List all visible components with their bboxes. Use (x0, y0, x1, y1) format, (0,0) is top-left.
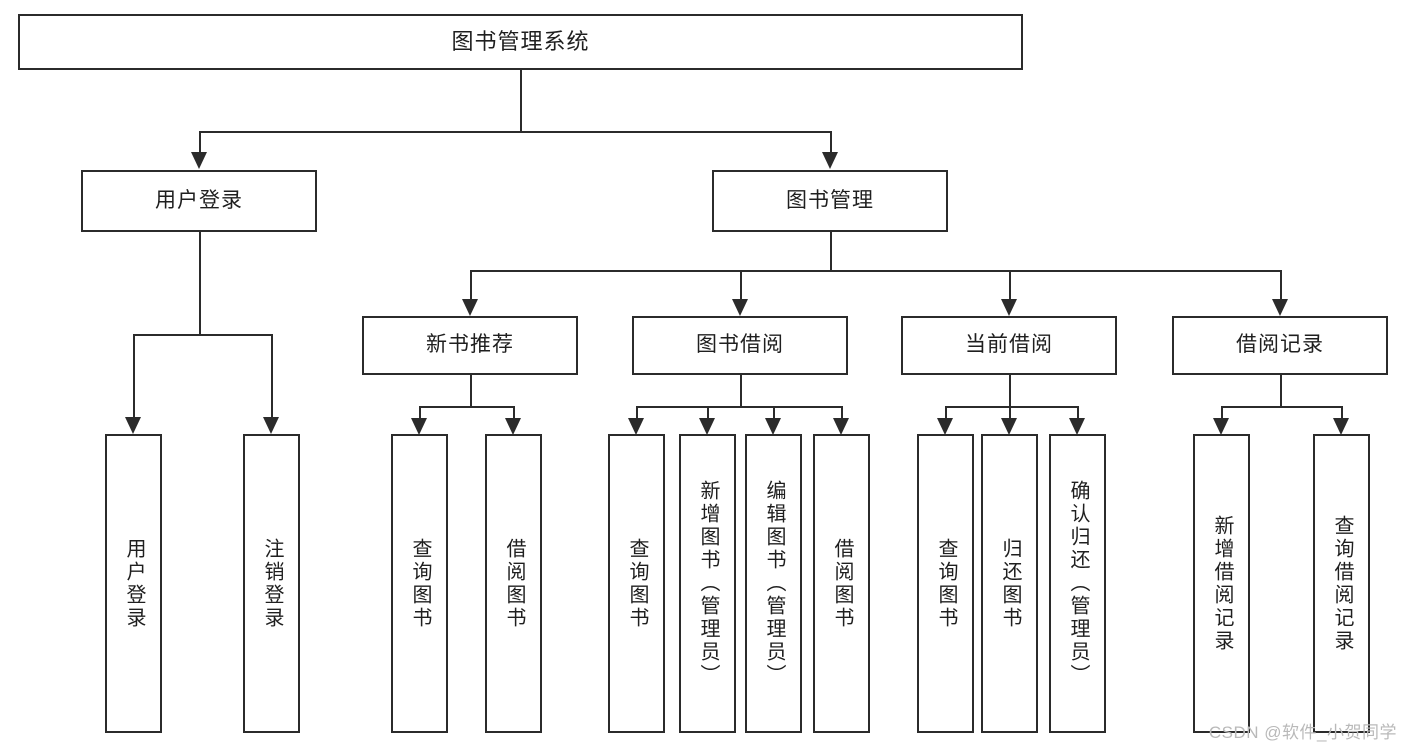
node-leaf-logout[interactable]: 注销登录 (243, 434, 300, 733)
connector-br-bus (1221, 406, 1341, 408)
connector-drop-current-borrow (1009, 270, 1011, 300)
arrowhead-leaf-query-book-2 (628, 418, 644, 435)
connector-drop-book-manage (830, 131, 832, 153)
node-leaf-borrow-book-1[interactable]: 借阅图书 (485, 434, 542, 733)
node-label: 图书借阅 (696, 333, 784, 357)
connector-drop-leaf-query-record (1341, 406, 1343, 419)
connector-drop-leaf-borrow-book-1 (513, 406, 515, 419)
arrowhead-leaf-borrow-book-1 (505, 418, 521, 435)
arrowhead-leaf-add-book (699, 418, 715, 435)
connector-drop-new-book-recommend (470, 270, 472, 300)
node-book-borrow[interactable]: 图书借阅 (632, 316, 848, 375)
connector-br-stem (1280, 375, 1282, 407)
connector-drop-book-borrow (740, 270, 742, 300)
arrowhead-leaf-query-record (1333, 418, 1349, 435)
node-user-login[interactable]: 用户登录 (81, 170, 317, 232)
node-label: 查询借阅记录 (1331, 514, 1353, 653)
arrowhead-leaf-add-record (1213, 418, 1229, 435)
node-label: 查询图书 (409, 537, 431, 630)
connector-drop-user-login (199, 131, 201, 153)
connector-root-stem (520, 70, 522, 132)
connector-cb-stem (1009, 375, 1011, 407)
node-label: 归还图书 (999, 537, 1021, 630)
node-leaf-query-book-1[interactable]: 查询图书 (391, 434, 448, 733)
node-leaf-add-record[interactable]: 新增借阅记录 (1193, 434, 1250, 733)
arrowhead-leaf-edit-book (765, 418, 781, 435)
arrowhead-leaf-logout (263, 417, 279, 434)
connector-level2-bus (470, 270, 1280, 272)
node-label: 新增借阅记录 (1211, 514, 1233, 653)
node-label: 当前借阅 (965, 333, 1053, 357)
connector-drop-leaf-user-login (133, 334, 135, 418)
node-label: 确认归还（管理员） (1067, 480, 1089, 687)
node-label: 查询图书 (935, 537, 957, 630)
node-leaf-return-book[interactable]: 归还图书 (981, 434, 1038, 733)
connector-nbr-stem (470, 375, 472, 407)
arrowhead-borrow-record (1272, 299, 1288, 316)
connector-cb-bus (945, 406, 1077, 408)
node-label: 注销登录 (261, 537, 283, 630)
node-label: 新增图书（管理员） (697, 480, 719, 687)
node-label: 借阅图书 (503, 537, 525, 630)
node-new-book-recommend[interactable]: 新书推荐 (362, 316, 578, 375)
connector-bb-stem (740, 375, 742, 407)
node-label: 查询图书 (626, 537, 648, 630)
connector-drop-leaf-return-book (1009, 406, 1011, 419)
connector-drop-leaf-confirm-return (1077, 406, 1079, 419)
node-label: 借阅图书 (831, 537, 853, 630)
node-leaf-query-book-2[interactable]: 查询图书 (608, 434, 665, 733)
arrowhead-leaf-confirm-return (1069, 418, 1085, 435)
node-leaf-user-login[interactable]: 用户登录 (105, 434, 162, 733)
connector-drop-leaf-query-book-1 (419, 406, 421, 419)
arrowhead-leaf-borrow-book-2 (833, 418, 849, 435)
node-leaf-borrow-book-2[interactable]: 借阅图书 (813, 434, 870, 733)
node-leaf-query-record[interactable]: 查询借阅记录 (1313, 434, 1370, 733)
connector-drop-leaf-logout (271, 334, 273, 418)
arrowhead-leaf-query-book-1 (411, 418, 427, 435)
connector-user-login-stem (199, 232, 201, 335)
arrowhead-current-borrow (1001, 299, 1017, 316)
arrowhead-book-manage (822, 152, 838, 169)
node-label: 图书管理 (786, 188, 874, 212)
node-label: 借阅记录 (1236, 333, 1324, 357)
node-label: 图书管理系统 (451, 29, 590, 55)
connector-level1-bus (199, 131, 831, 133)
arrowhead-book-borrow (732, 299, 748, 316)
node-leaf-add-book[interactable]: 新增图书（管理员） (679, 434, 736, 733)
node-label: 用户登录 (123, 537, 145, 630)
arrowhead-user-login (191, 152, 207, 169)
node-current-borrow[interactable]: 当前借阅 (901, 316, 1117, 375)
connector-nbr-bus (419, 406, 514, 408)
connector-book-manage-stem (830, 232, 832, 271)
node-leaf-edit-book[interactable]: 编辑图书（管理员） (745, 434, 802, 733)
connector-drop-leaf-query-book-3 (945, 406, 947, 419)
connector-drop-borrow-record (1280, 270, 1282, 300)
node-book-manage[interactable]: 图书管理 (712, 170, 948, 232)
arrowhead-leaf-return-book (1001, 418, 1017, 435)
connector-drop-leaf-add-book (707, 406, 709, 419)
node-leaf-confirm-return[interactable]: 确认归还（管理员） (1049, 434, 1106, 733)
node-label: 用户登录 (155, 188, 243, 212)
node-root-system[interactable]: 图书管理系统 (18, 14, 1023, 70)
connector-drop-leaf-borrow-book-2 (841, 406, 843, 419)
arrowhead-leaf-query-book-3 (937, 418, 953, 435)
connector-drop-leaf-add-record (1221, 406, 1223, 419)
connector-drop-leaf-query-book-2 (636, 406, 638, 419)
arrowhead-leaf-user-login (125, 417, 141, 434)
node-label: 编辑图书（管理员） (763, 480, 785, 687)
connector-bb-bus (636, 406, 841, 408)
node-leaf-query-book-3[interactable]: 查询图书 (917, 434, 974, 733)
node-label: 新书推荐 (426, 333, 514, 357)
arrowhead-new-book-recommend (462, 299, 478, 316)
connector-drop-leaf-edit-book (773, 406, 775, 419)
node-borrow-record[interactable]: 借阅记录 (1172, 316, 1388, 375)
connector-user-login-bus (133, 334, 271, 336)
